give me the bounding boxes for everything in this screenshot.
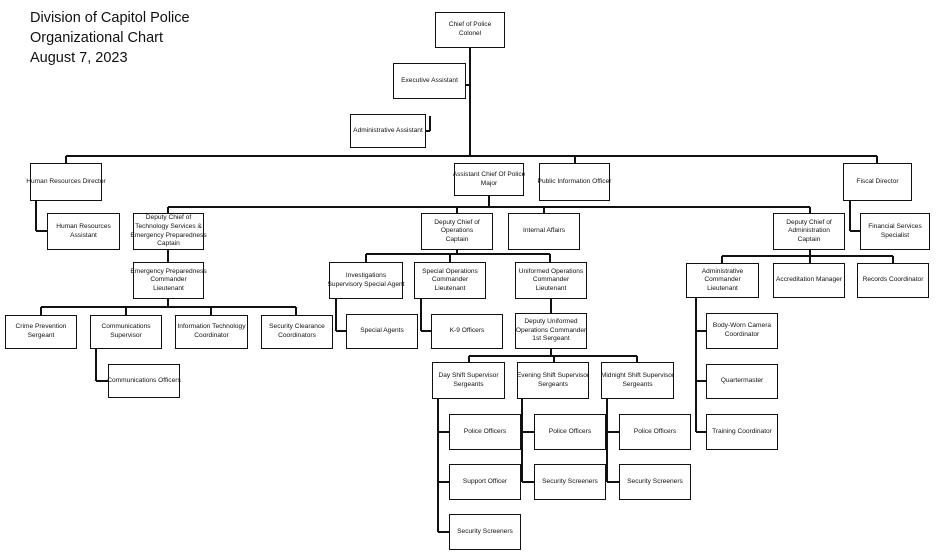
node-evening-police-officers: Police Officers (534, 414, 606, 450)
node-training-coordinator: Training Coordinator (706, 414, 778, 450)
title-line-date: August 7, 2023 (30, 50, 128, 66)
node-records-coordinator: Records Coordinator (857, 263, 929, 298)
node-communications-officers: Communications Officers (107, 364, 181, 398)
node-quartermaster: Quartermaster (706, 364, 778, 399)
node-public-information-officer: Public Information Officer (538, 163, 611, 201)
node-day-security-screeners: Security Screeners (449, 514, 521, 550)
node-midnight-security-screeners: Security Screeners (619, 464, 691, 500)
node-midnight-police-officers: Police Officers (619, 414, 691, 450)
node-day-police-officers: Police Officers (449, 414, 521, 450)
node-executive-assistant: Executive Assistant (393, 63, 466, 99)
node-day-support-officer: Support Officer (449, 464, 521, 500)
node-evening-security-screeners: Security Screeners (534, 464, 606, 500)
node-fiscal-director: Fiscal Director (843, 163, 912, 201)
node-k9-officers: K-9 Officers (431, 314, 503, 349)
node-special-agents: Special Agents (346, 314, 418, 349)
title-line-org-chart: Organizational Chart (30, 30, 163, 46)
title-line-division: Division of Capitol Police (30, 10, 190, 26)
node-internal-affairs: Internal Affairs (508, 213, 580, 250)
node-administrative-assistant: Administrative Assistant (350, 114, 426, 148)
node-hr-director: Human Resources Director (26, 163, 106, 201)
node-accreditation-manager: Accreditation Manager (773, 263, 845, 298)
connector-lines (35, 48, 894, 533)
chart-title: Division of Capitol Police Organizationa… (30, 8, 190, 68)
